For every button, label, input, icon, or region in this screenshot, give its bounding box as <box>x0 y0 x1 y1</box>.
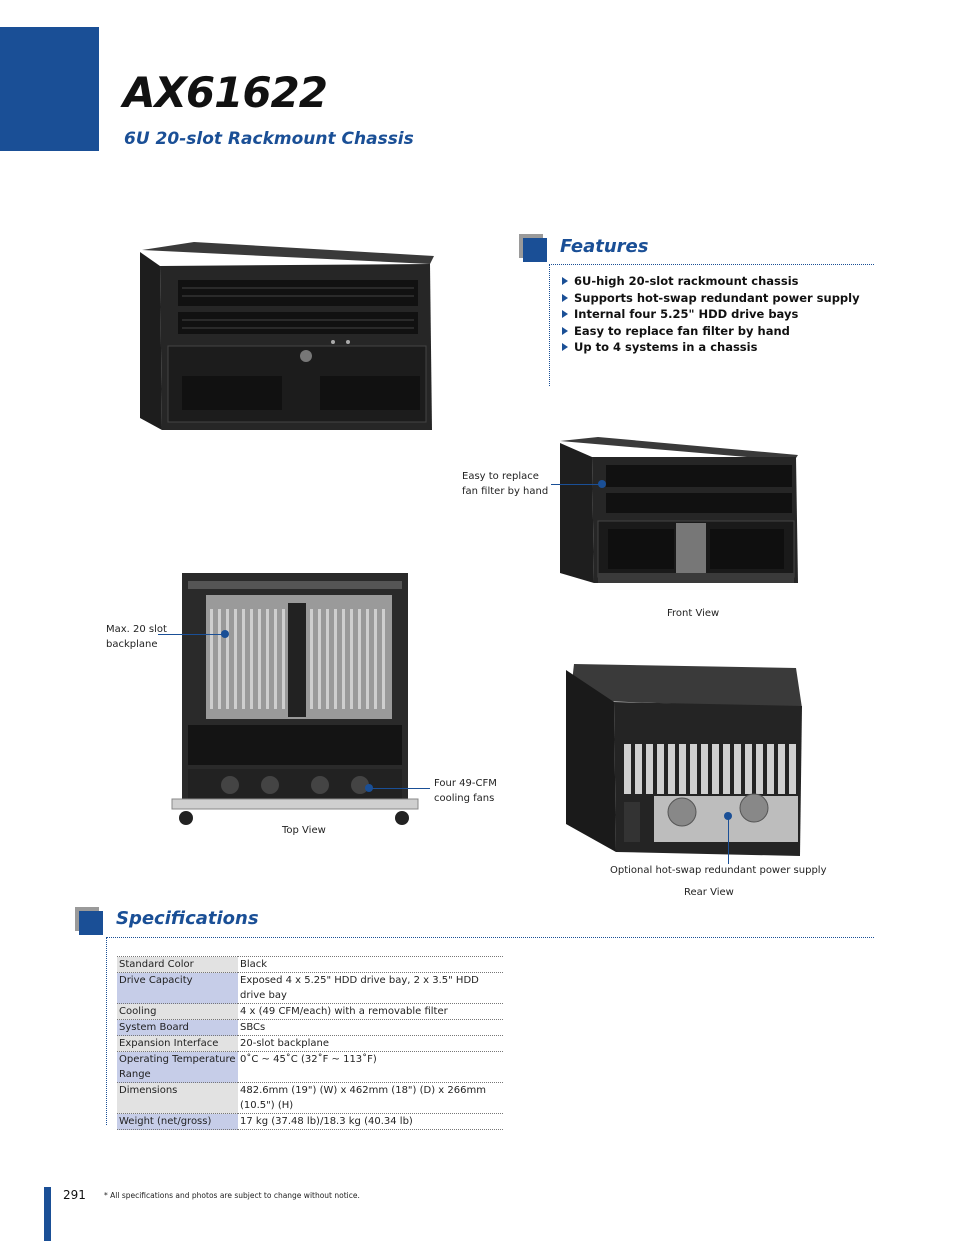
spec-key: Weight (net/gross) <box>117 1113 238 1130</box>
spec-value: 20-slot backplane <box>238 1035 503 1052</box>
table-row: Standard Color Black <box>117 956 503 973</box>
page-number-bar <box>44 1187 51 1241</box>
specifications-table: Standard Color Black Drive Capacity Expo… <box>117 956 503 1130</box>
spec-key: Drive Capacity <box>117 972 238 1004</box>
leader-line <box>370 788 430 789</box>
spec-value: 0˚C ~ 45˚C (32˚F ~ 113˚F) <box>238 1051 503 1083</box>
page-number: 291 <box>63 1188 86 1202</box>
feature-item: Up to 4 systems in a chassis <box>562 339 860 356</box>
features-title: Features <box>560 236 649 257</box>
top-view-caption: Top View <box>282 825 326 836</box>
leader-line <box>728 816 729 864</box>
spec-value: 4 x (49 CFM/each) with a removable filte… <box>238 1003 503 1020</box>
bullet-triangle-icon <box>562 277 568 285</box>
front-view-caption: Front View <box>667 608 720 619</box>
spec-value: 482.6mm (19") (W) x 462mm (18") (D) x 26… <box>238 1082 503 1114</box>
callout-backplane: Max. 20 slot backplane <box>106 624 167 650</box>
spec-key: Operating Temperature Range <box>117 1051 238 1083</box>
table-row: Drive Capacity Exposed 4 x 5.25" HDD dri… <box>117 972 503 1004</box>
header-color-block <box>0 27 99 151</box>
product-model-title: AX61622 <box>123 68 328 117</box>
bullet-triangle-icon <box>562 310 568 319</box>
front-view-photo <box>560 437 798 583</box>
callout-dot-icon <box>365 784 373 792</box>
specifications-divider <box>106 937 874 938</box>
chassis-main-photo <box>140 242 434 430</box>
bullet-triangle-icon <box>562 326 568 335</box>
spec-value: SBCs <box>238 1019 503 1036</box>
callout-cooling-fans: Four 49-CFM cooling fans <box>434 778 497 804</box>
spec-key: Cooling <box>117 1003 238 1020</box>
product-subtitle: 6U 20-slot Rackmount Chassis <box>124 129 414 149</box>
leader-line <box>158 634 222 635</box>
rear-view-caption: Rear View <box>684 887 734 898</box>
table-row: Weight (net/gross) 17 kg (37.48 lb)/18.3… <box>117 1113 503 1130</box>
spec-key: System Board <box>117 1019 238 1036</box>
spec-value: Black <box>238 956 503 973</box>
features-divider <box>549 264 874 265</box>
features-vertical-rule <box>549 264 550 386</box>
callout-power-supply: Optional hot-swap redundant power supply <box>610 865 827 876</box>
spec-key: Expansion Interface <box>117 1035 238 1052</box>
features-section-icon <box>519 234 547 262</box>
table-row: Expansion Interface 20-slot backplane <box>117 1035 503 1052</box>
spec-key: Standard Color <box>117 956 238 973</box>
rear-view-photo <box>566 664 802 856</box>
specifications-title: Specifications <box>116 908 259 929</box>
bullet-triangle-icon <box>562 293 568 302</box>
callout-dot-icon <box>221 630 229 638</box>
feature-item: Easy to replace fan filter by hand <box>562 323 860 340</box>
feature-item: 6U-high 20-slot rackmount chassis <box>562 273 860 290</box>
table-row: Operating Temperature Range 0˚C ~ 45˚C (… <box>117 1051 503 1083</box>
callout-fan-filter: Easy to replace fan filter by hand <box>462 471 549 497</box>
spec-value: 17 kg (37.48 lb)/18.3 kg (40.34 lb) <box>238 1113 503 1130</box>
leader-line <box>551 484 600 485</box>
feature-item: Supports hot-swap redundant power supply <box>562 290 860 307</box>
table-row: System Board SBCs <box>117 1019 503 1036</box>
spec-key: Dimensions <box>117 1082 238 1114</box>
table-row: Cooling 4 x (49 CFM/each) with a removab… <box>117 1003 503 1020</box>
table-row: Dimensions 482.6mm (19") (W) x 462mm (18… <box>117 1082 503 1114</box>
feature-item: Internal four 5.25" HDD drive bays <box>562 306 860 323</box>
footnote: * All specifications and photos are subj… <box>104 1191 360 1200</box>
specifications-section-icon <box>75 907 103 935</box>
spec-value: Exposed 4 x 5.25" HDD drive bay, 2 x 3.5… <box>238 972 503 1004</box>
specifications-vertical-rule <box>106 937 107 1125</box>
bullet-triangle-icon <box>562 343 568 352</box>
features-list: 6U-high 20-slot rackmount chassis Suppor… <box>562 273 860 356</box>
callout-dot-icon <box>598 480 606 488</box>
top-view-photo <box>171 573 419 825</box>
callout-dot-icon <box>724 812 732 820</box>
